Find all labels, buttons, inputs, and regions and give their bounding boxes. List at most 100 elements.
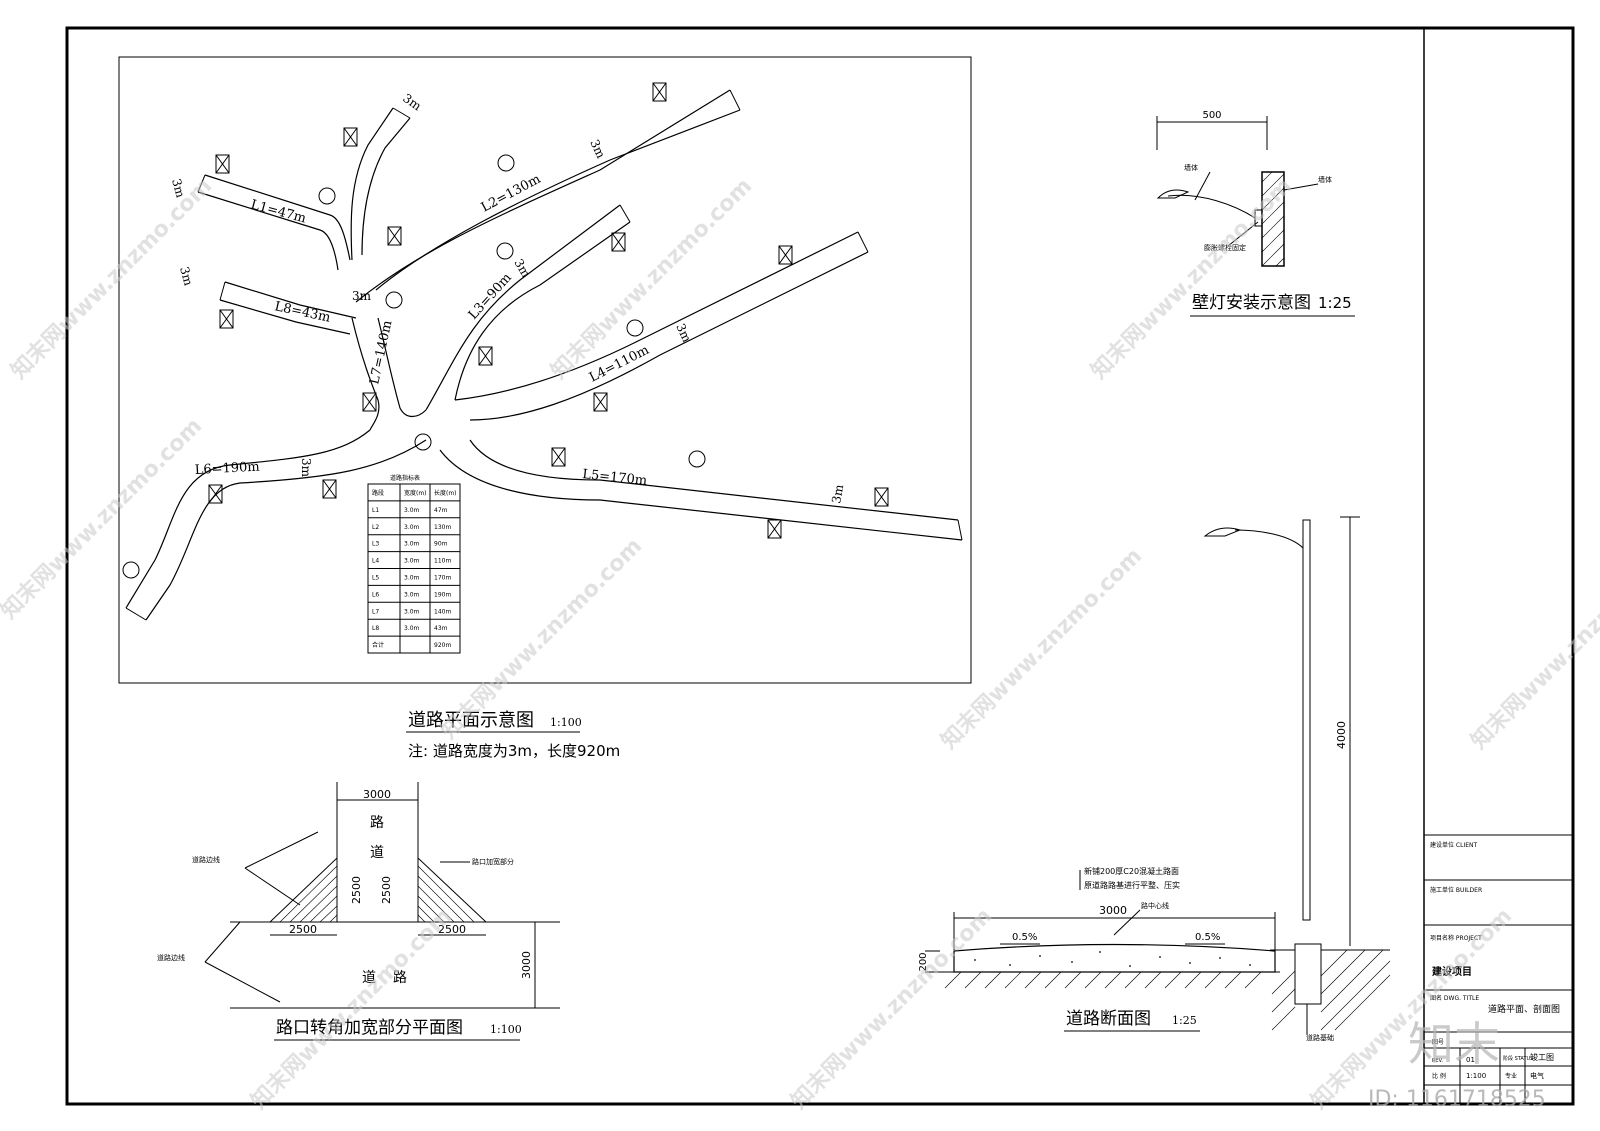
corner-dim-road: 3000 (520, 951, 533, 979)
widen-area-right (417, 856, 488, 923)
table-cell: 140m (434, 608, 451, 615)
section-dim-pole: 4000 (1335, 721, 1348, 749)
tb-status-value: 竣工图 (1530, 1052, 1554, 1062)
road-label-l3: L3=90m (466, 271, 515, 323)
road-label-l1: L1=47m (249, 197, 308, 226)
corner-dim-right-h: 2500 (438, 923, 466, 936)
section-slope-right: 0.5% (1195, 932, 1220, 943)
plan-scale: 1:100 (550, 716, 582, 729)
table-cell: 3.0m (404, 507, 420, 514)
width-label: 3m (829, 483, 846, 505)
corner-label-edge1: 道路边线 (192, 855, 220, 864)
lamp-circle-icon (688, 450, 706, 468)
road-label-l2: L2=130m (479, 172, 543, 216)
corner-road-v-char: 道 (370, 845, 384, 861)
corner-road-h-char: 道 (362, 970, 376, 986)
title-block: 建设单位 CLIENT 施工单位 BUILDER 项目名称 PROJECT 建设… (1424, 834, 1573, 1104)
tb-drawing-value: 道路平面、剖面图 (1488, 1003, 1560, 1015)
light-pole-arm (1234, 529, 1304, 549)
table-cell: 3.0m (404, 625, 420, 632)
lamp-box-icon (652, 82, 667, 102)
wall-lamp-label-bolt: 膨胀螺栓固定 (1204, 243, 1246, 252)
lamp-box-icon (874, 487, 889, 507)
table-cell: 90m (434, 541, 448, 548)
watermark-text: 知末网www.znzmo.com (786, 903, 997, 1114)
watermark-text: 知末网www.znzmo.com (1466, 543, 1600, 754)
lamp-circle-icon (122, 561, 140, 579)
road-section-detail: 3000 200 0.5% 0.5% 新铺200厚C20混凝土路面 原道路路基进… (918, 516, 1391, 1042)
table-cell: 3.0m (404, 608, 420, 615)
lamp-box-icon (322, 479, 337, 499)
table-cell: L6 (372, 591, 379, 598)
table-cell: 3.0m (404, 558, 420, 565)
width-label: 3m (673, 321, 694, 345)
table-cell: L1 (372, 507, 379, 514)
table-cell: 3.0m (404, 541, 420, 548)
table-cell: 170m (434, 574, 451, 581)
wall-lamp-label-lamp: 墙体 (1184, 163, 1198, 172)
lamp-box-icon (387, 226, 402, 246)
section-note2: 原道路路基进行平整、压实 (1084, 880, 1180, 890)
table-header-cell: 长度(m) (434, 489, 457, 497)
plan-title: 道路平面示意图 (408, 710, 534, 731)
corner-road-h-char: 路 (393, 970, 407, 986)
section-title: 道路断面图 (1066, 1009, 1151, 1029)
table-cell: 110m (434, 558, 451, 565)
lamp-circle-icon (626, 319, 644, 337)
lamp-box-icon (778, 245, 793, 265)
table-cell: L2 (372, 524, 379, 531)
corner-label-edge2: 道路边线 (157, 953, 185, 962)
section-label-base: 道路基础 (1306, 1033, 1334, 1042)
table-cell: 130m (434, 524, 451, 531)
corner-widening-detail: 3000 路 道 2500 2500 2500 2500 3000 道 路 道路… (157, 782, 560, 1041)
road-label-l5: L5=170m (582, 467, 648, 489)
tb-builder-label: 施工单位 BUILDER (1430, 886, 1482, 894)
width-label: 3m (177, 265, 196, 288)
wall-lamp-scale: 1:25 (1318, 294, 1352, 312)
tb-drawing-no-label: 图号 (1432, 1039, 1444, 1046)
width-label: 3m (299, 458, 313, 478)
pavement-layer (953, 943, 1276, 973)
plan-note: 注: 道路宽度为3m，长度920m (408, 742, 620, 760)
corner-label-widen: 路口加宽部分 (472, 857, 514, 866)
light-pole (1302, 519, 1311, 921)
corner-dim-left-h: 2500 (289, 923, 317, 936)
width-label: 3m (587, 137, 608, 161)
table-header-cell: 路段 (372, 489, 384, 497)
tb-discipline-value: 电气 (1530, 1071, 1544, 1080)
table-cell: L7 (372, 608, 379, 615)
corner-dim-top: 3000 (363, 788, 391, 801)
width-label: 3m (400, 91, 424, 114)
widen-area-left (268, 856, 338, 923)
wall-lamp-detail: 500 墙体 墙体 膨胀螺栓固定 壁灯安装示意图 1:25 (1156, 110, 1355, 317)
lamp-box-icon (767, 519, 782, 539)
section-scale: 1:25 (1172, 1014, 1197, 1027)
section-dim-thick: 200 (918, 952, 929, 971)
watermark-text: 知末网www.znzmo.com (0, 413, 207, 624)
table-cell: 920m (434, 642, 451, 649)
tb-scale-label: 比 例 (1432, 1072, 1446, 1080)
corner-road-v-char: 路 (370, 815, 384, 831)
width-label: 3m (169, 177, 188, 200)
road-label-l8: L8=43m (273, 299, 332, 325)
sheet-frame (65, 26, 1575, 1106)
lamp-box-icon (362, 392, 377, 412)
lamp-box-icon (551, 447, 566, 467)
tb-rev-value: 01 (1466, 1056, 1475, 1064)
table-cell: L8 (372, 625, 379, 632)
watermark-text: 知末网www.znzmo.com (436, 533, 647, 744)
lamp-head-icon (1156, 189, 1190, 199)
corner-title: 路口转角加宽部分平面图 (276, 1018, 463, 1038)
watermark-id: ID: 1161718525 (1368, 1087, 1546, 1112)
section-label-center: 路中心线 (1141, 901, 1169, 910)
lamp-circle-icon (496, 242, 514, 260)
watermark-logo: 知末 (1408, 1017, 1500, 1071)
watermark-text: 知末网www.znzmo.com (936, 543, 1147, 754)
table-header-cell: 宽度(m) (404, 489, 427, 497)
lamp-circle-icon (385, 291, 403, 309)
wall-lamp-dim: 500 (1202, 110, 1221, 121)
table-cell: 合计 (372, 641, 384, 649)
plan-frame (118, 56, 972, 684)
wall-lamp-label-wall: 墙体 (1318, 175, 1332, 184)
